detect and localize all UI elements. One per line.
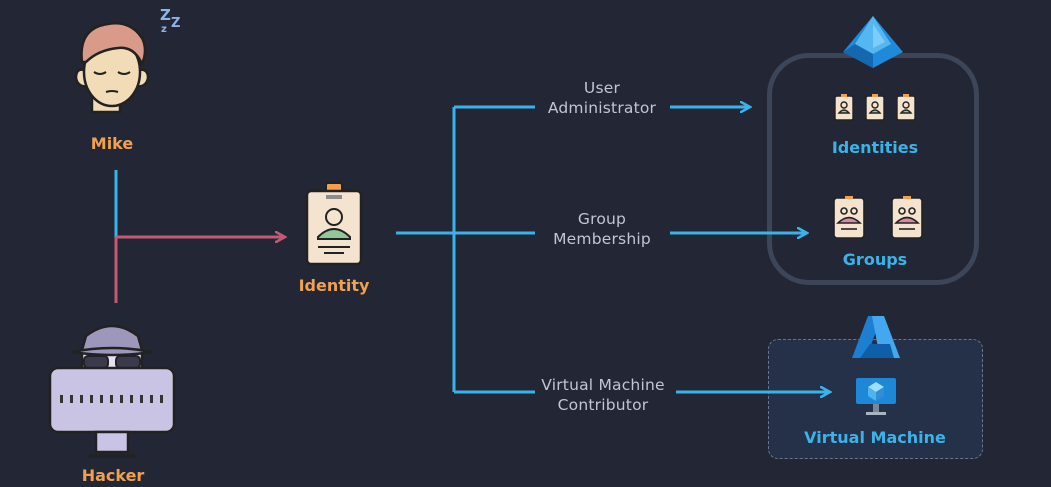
- edge-label-line: Virtual Machine: [541, 376, 665, 394]
- hacker-label: Hacker: [81, 466, 145, 485]
- edge-label-line: Contributor: [557, 396, 649, 414]
- edge-label-user-administrator: User Administrator: [537, 78, 667, 118]
- group-badges-icon: [833, 196, 923, 239]
- virtual-machine-label: Virtual Machine: [804, 428, 946, 447]
- groups-label: Groups: [842, 250, 908, 269]
- edge-label-line: Administrator: [547, 99, 657, 117]
- azure-container: [768, 339, 983, 459]
- virtual-machine-icon: [856, 378, 896, 415]
- entra-id-icon: [843, 16, 903, 68]
- edge-label-line: User: [583, 79, 621, 97]
- edge-label-vm-contributor: Virtual Machine Contributor: [533, 375, 673, 415]
- edge-label-line: Membership: [553, 230, 651, 248]
- identity-label: Identity: [298, 276, 370, 295]
- azure-icon: [852, 316, 900, 358]
- hacker-icon: [48, 324, 176, 458]
- zzz-icon: Z Z z: [160, 6, 181, 36]
- edge-label-line: Group: [577, 210, 627, 228]
- edge-label-group-membership: Group Membership: [537, 209, 667, 249]
- mike-label: Mike: [90, 134, 134, 153]
- id-badge-icon: [305, 182, 363, 266]
- sleeping-person-icon: [74, 22, 150, 114]
- identities-label: Identities: [831, 138, 919, 157]
- identity-badges-icon: [834, 94, 916, 121]
